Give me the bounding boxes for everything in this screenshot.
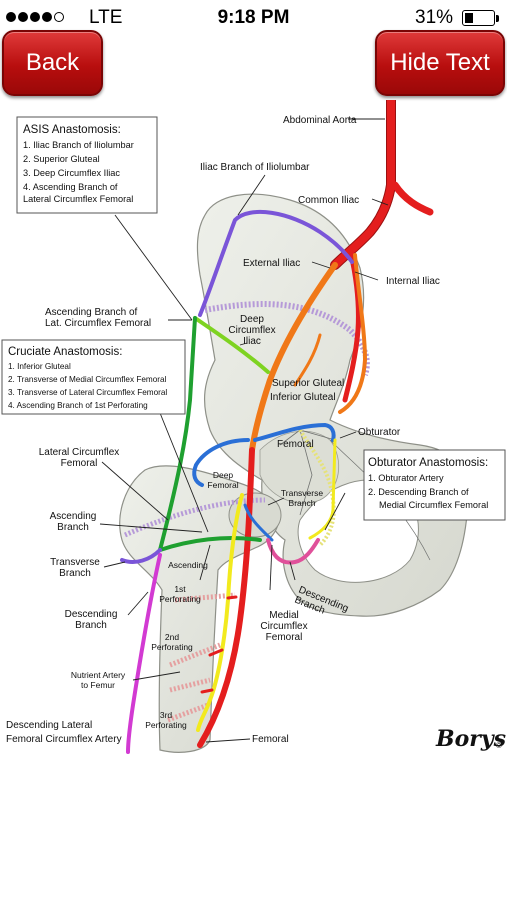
label-first-perforating-2: Perforating [159,594,201,604]
obturator-box-title: Obturator Anastomosis: [368,457,488,469]
label-ascending-branch-1: Ascending [50,511,97,522]
label-nutrient-artery-2: to Femur [81,680,115,690]
label-second-perforating-2: Perforating [151,642,193,652]
status-time: 9:18 PM [217,7,290,28]
asis-anastomosis-box: ASIS Anastomosis: 1. Iliac Branch of Ili… [16,116,158,214]
battery-tip [496,15,499,22]
cruciate-box-item: 4. Ascending Branch of 1st Perforating [8,401,148,410]
label-deep-femoral-1: Deep [213,470,234,480]
cruciate-box-item: 1. Inferior Gluteal [8,362,71,371]
label-inferior-gluteal: Inferior Gluteal [270,392,336,403]
asis-box-title: ASIS Anastomosis: [23,124,121,136]
battery-percent: 31% [415,7,454,28]
label-second-perforating-1: 2nd [165,632,179,642]
label-transverse-branch-mid-2: Branch [289,498,316,508]
label-deep-circumflex-iliac-2: Circumflex [228,325,275,336]
label-medial-circumflex-femoral-1: Medial [269,610,298,621]
cruciate-box-item: 3. Transverse of Lateral Circumflex Femo… [8,388,167,397]
label-common-iliac: Common Iliac [298,195,359,206]
label-femoral-top: Femoral [277,439,314,450]
label-medial-circumflex-femoral-2: Circumflex [260,621,307,632]
asis-box-item: 1. Iliac Branch of Iliolumbar [23,140,134,150]
label-superior-gluteal: Superior Gluteal [272,378,344,389]
label-deep-femoral-2: Femoral [207,480,238,490]
empty-footer-area [0,760,507,900]
cruciate-anastomosis-box: Cruciate Anastomosis: 1. Inferior Glutea… [1,339,186,415]
label-third-perforating-2: Perforating [145,720,187,730]
leader-lines [99,118,389,743]
label-transverse-branch-left-2: Branch [59,568,91,579]
asis-box-item: 2. Superior Gluteal [23,154,100,164]
asis-box-item: 3. Deep Circumflex Iliac [23,168,120,178]
label-transverse-branch-mid-1: Transverse [281,488,323,498]
label-internal-iliac: Internal Iliac [386,276,440,287]
asis-box-item: 4. Ascending Branch of [23,182,118,192]
signal-strength-icon [6,12,64,22]
femur-bone [119,465,282,753]
label-third-perforating-1: 3rd [160,710,173,720]
label-ascending-branch-lcf-1: Ascending Branch of [45,307,138,318]
arteries [120,100,434,754]
label-medial-circumflex-femoral-3: Femoral [266,632,303,643]
hide-text-button[interactable]: Hide Text [375,30,505,96]
label-deep-circumflex-iliac-1: Deep [240,314,264,325]
label-abdominal-aorta: Abdominal Aorta [283,115,357,126]
battery-icon [462,10,495,26]
asis-box-item: Lateral Circumflex Femoral [23,194,133,204]
label-iliac-branch-iliolumbar: Iliac Branch of Iliolumbar [200,162,310,173]
copyright-symbol: © [496,741,502,750]
label-descending-lateral-1: Descending Lateral [6,720,92,731]
label-femoral-bottom: Femoral [252,734,289,745]
label-ascending-small: Ascending [168,560,208,570]
artist-signature: Borys [435,726,506,752]
label-nutrient-artery-1: Nutrient Artery [71,670,126,680]
label-ascending-branch-2: Branch [57,522,89,533]
obturator-box-item: 1. Obturator Artery [368,473,444,483]
cruciate-box-item: 2. Transverse of Medial Circumflex Femor… [8,375,167,384]
label-descending-lateral-2: Femoral Circumflex Artery [6,734,122,745]
obturator-anastomosis-box: Obturator Anastomosis: 1. Obturator Arte… [363,449,506,521]
cruciate-box-title: Cruciate Anastomosis: [8,346,122,358]
label-transverse-branch-left-1: Transverse [50,557,100,568]
label-external-iliac: External Iliac [243,258,300,269]
label-descending-branch-left-2: Branch [75,620,107,631]
label-lateral-circumflex-femoral-1: Lateral Circumflex [39,447,120,458]
label-first-perforating-1: 1st [174,584,186,594]
carrier-label: LTE [89,7,123,28]
back-button[interactable]: Back [2,30,103,96]
label-lateral-circumflex-femoral-2: Femoral [61,458,98,469]
label-deep-circumflex-iliac-3: Iliac [243,336,261,347]
label-obturator: Obturator [358,427,401,438]
obturator-box-item: 2. Descending Branch of [368,487,469,497]
label-descending-branch-left-1: Descending [65,609,118,620]
anatomy-diagram: Abdominal Aorta Iliac Branch of Iliolumb… [1,100,506,754]
label-ascending-branch-lcf-2: Lat. Circumflex Femoral [45,318,151,329]
obturator-box-item: Medial Circumflex Femoral [379,500,488,510]
